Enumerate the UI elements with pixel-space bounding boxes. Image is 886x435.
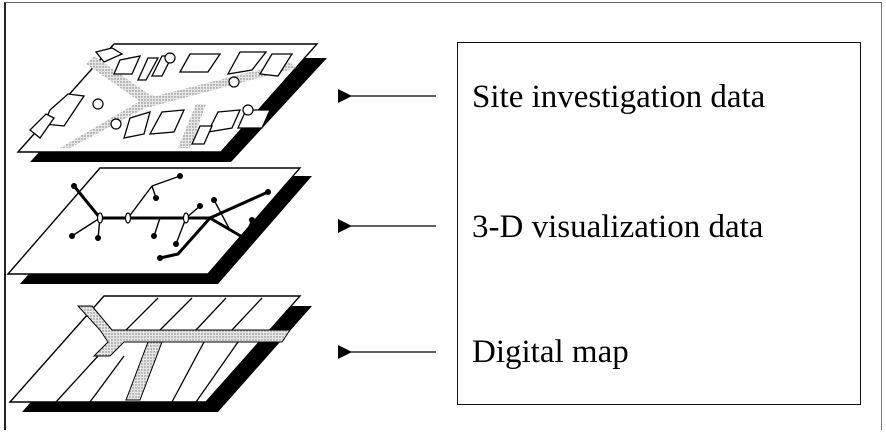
layer-label-digital-map: Digital map <box>472 334 629 370</box>
borehole-link <box>127 185 153 219</box>
arrows <box>338 89 436 359</box>
parcel-line <box>159 297 193 331</box>
parcel-line <box>171 341 205 403</box>
borehole-dot <box>157 255 163 261</box>
borehole-link <box>153 217 161 237</box>
road <box>86 56 150 103</box>
borehole-dot <box>211 197 217 203</box>
building <box>148 109 186 135</box>
borehole-link <box>71 217 101 237</box>
layer-label-site-investigation: Site investigation data <box>472 79 766 115</box>
borehole-dot <box>197 203 203 209</box>
tree-icon <box>92 98 104 110</box>
borehole-dot <box>177 173 183 179</box>
building <box>258 53 294 77</box>
digital-map-layer <box>8 295 312 412</box>
parcel-line <box>89 355 125 403</box>
parcel-line <box>195 297 227 331</box>
parcel-line <box>55 355 99 403</box>
road <box>140 62 296 108</box>
building <box>29 113 55 139</box>
tree-icon <box>242 104 254 116</box>
building <box>113 55 142 75</box>
borehole-link <box>243 219 253 239</box>
borehole-dot <box>153 195 159 201</box>
road <box>178 104 206 148</box>
building <box>206 109 242 133</box>
borehole-link <box>151 175 181 187</box>
borehole-dot <box>249 217 255 223</box>
borehole-dot <box>151 233 157 239</box>
borehole-dot <box>95 235 101 241</box>
borehole-dot <box>241 235 247 241</box>
pipe-line <box>158 216 212 260</box>
borehole-link <box>213 199 231 231</box>
node-marker <box>182 212 190 224</box>
parcel-line <box>231 297 263 331</box>
building <box>190 125 214 145</box>
tree-icon <box>110 118 122 130</box>
tree-icon <box>164 52 176 64</box>
pipe-line <box>208 190 270 220</box>
building <box>136 57 160 81</box>
road <box>76 305 291 357</box>
building <box>123 111 151 139</box>
layer-label-3d-visualization: 3-D visualization data <box>472 209 764 245</box>
building <box>226 51 268 75</box>
node-marker <box>96 212 104 224</box>
borehole-dot <box>71 183 77 189</box>
building <box>178 53 222 73</box>
borehole-dot <box>265 189 271 195</box>
visualization-layer <box>6 167 312 284</box>
building <box>94 47 124 63</box>
road <box>60 94 160 148</box>
layer-legend-box <box>457 42 861 405</box>
node-marker <box>124 212 132 224</box>
pipe-line <box>208 216 246 240</box>
parcel-line <box>125 297 159 331</box>
parcel-line <box>195 341 239 403</box>
site-investigation-layer <box>16 43 327 162</box>
figure-frame <box>4 2 882 430</box>
borehole-dot <box>173 241 179 247</box>
road <box>125 341 163 401</box>
borehole-dot <box>69 233 75 239</box>
tree-icon <box>228 76 240 88</box>
